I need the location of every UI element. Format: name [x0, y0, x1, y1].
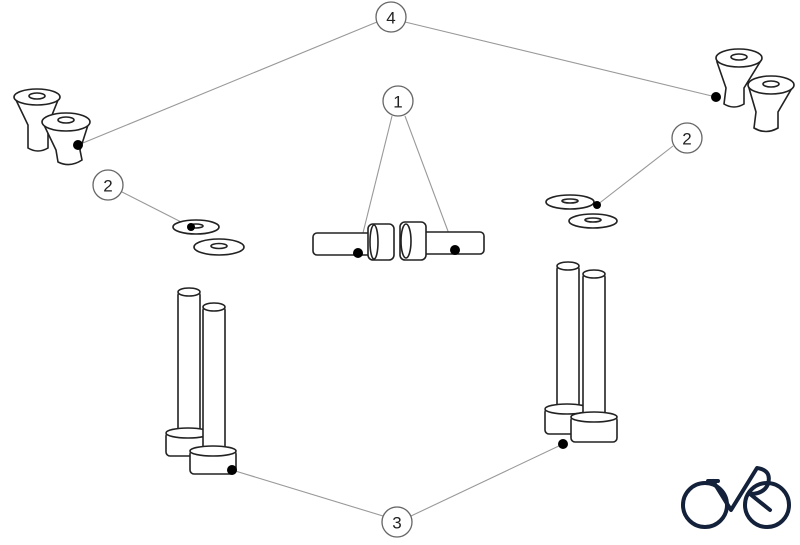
screw-right-1 [715, 48, 763, 108]
callout-2-right: 2 [671, 122, 703, 154]
callout-3-label: 3 [392, 514, 401, 533]
callout-2-right-label: 2 [682, 130, 691, 149]
leader-lines [77, 21, 717, 517]
callout-2-left-label: 2 [103, 177, 112, 196]
bolt-right-2 [570, 269, 618, 443]
pin-right [399, 221, 485, 261]
washers-left [172, 219, 245, 256]
bolt-left-2 [189, 302, 237, 475]
screw-left-2 [41, 112, 91, 166]
screw-left-1 [13, 88, 61, 152]
callout-4: 4 [375, 1, 407, 33]
callout-1-label: 1 [393, 93, 402, 112]
washers-right [545, 194, 618, 229]
callout-3: 3 [381, 506, 413, 538]
leader-dots [73, 92, 721, 475]
screw-right-2 [747, 75, 795, 133]
callout-1: 1 [382, 85, 414, 117]
callout-4-label: 4 [386, 9, 395, 28]
callout-2-left: 2 [92, 169, 124, 201]
bicycle-logo-icon [681, 466, 791, 529]
